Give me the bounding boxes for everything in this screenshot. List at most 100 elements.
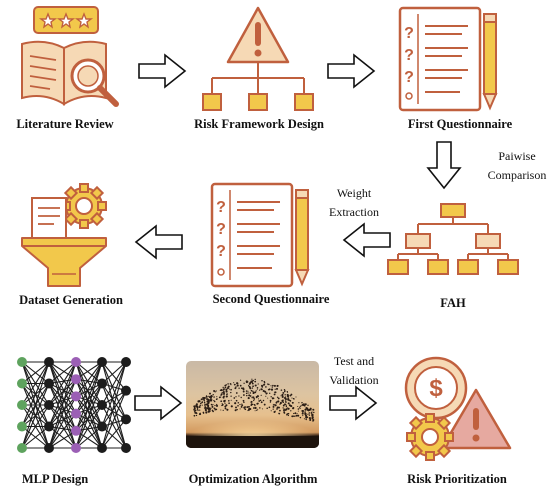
bird-dot <box>234 387 237 390</box>
bird-dot <box>270 388 274 391</box>
bird-dot <box>222 392 226 395</box>
bird-dot <box>294 412 297 415</box>
bird-dot <box>248 385 250 387</box>
bird-dot <box>238 387 240 389</box>
bird-dot <box>288 404 291 407</box>
nn-connection <box>101 390 127 427</box>
bird-dot <box>224 405 227 408</box>
bird-dot <box>214 409 216 411</box>
bird-dot <box>216 396 218 398</box>
bird-dot <box>249 383 251 385</box>
svg-text:?: ? <box>216 221 226 238</box>
nn-node <box>71 374 81 385</box>
bird-dot <box>301 412 304 415</box>
bird-dot <box>200 398 203 401</box>
fah-label: FAH <box>440 296 466 310</box>
bird-dot <box>204 409 207 412</box>
bird-dot <box>289 395 292 397</box>
bird-dot <box>215 404 219 407</box>
nn-connection <box>101 361 127 449</box>
bird-dot <box>235 396 237 398</box>
svg-text:?: ? <box>404 47 414 64</box>
nn-connection <box>75 383 103 414</box>
bird-dot <box>303 418 305 420</box>
bird-dot <box>207 408 210 411</box>
weight-extraction-note: Weight Extraction <box>329 184 379 222</box>
bird-dot <box>266 407 268 409</box>
bird-dot <box>240 387 243 390</box>
bird-dot <box>284 394 286 396</box>
svg-text:?: ? <box>404 69 414 86</box>
bird-dot <box>293 398 295 400</box>
bird-dot <box>206 400 209 403</box>
nn-connection <box>75 404 103 449</box>
bird-dot <box>287 407 290 410</box>
nn-node <box>71 357 81 367</box>
bird-dot <box>261 408 263 410</box>
bird-dot <box>225 390 228 393</box>
bird-dot <box>214 404 216 407</box>
bird-dot <box>200 402 202 405</box>
nn-node <box>97 443 107 453</box>
bird-dot <box>234 402 237 405</box>
bird-dot <box>280 395 282 397</box>
bird-dot <box>215 408 218 411</box>
nn-connection <box>21 361 50 384</box>
nn-connection <box>75 361 103 414</box>
nn-connection <box>48 361 77 406</box>
bird-dot <box>287 402 290 405</box>
bird-dot <box>301 401 303 404</box>
bird-dot <box>273 384 276 387</box>
bird-dot <box>290 410 292 412</box>
bird-dot <box>223 387 226 389</box>
bird-dot <box>227 385 230 388</box>
bird-dot <box>237 405 239 407</box>
bird-dot <box>268 388 271 391</box>
bird-dot <box>281 393 284 397</box>
bird-dot <box>233 397 236 399</box>
bird-dot <box>274 410 276 412</box>
bird-dot <box>252 387 254 389</box>
nn-connection <box>75 361 103 449</box>
bird-dot <box>220 396 222 398</box>
nn-node <box>71 391 81 402</box>
bird-dot <box>235 386 237 388</box>
bird-dot <box>230 388 232 391</box>
bird-dot <box>225 404 228 407</box>
nn-connection <box>21 426 50 449</box>
nn-connection <box>101 426 127 449</box>
bird-dot <box>193 405 196 408</box>
nn-connection <box>75 378 103 427</box>
bird-dot <box>247 409 249 412</box>
bird-dot <box>297 408 300 410</box>
bird-dot <box>215 390 217 392</box>
bird-dot <box>199 412 201 414</box>
arrow-left <box>135 225 183 259</box>
open-book-magnifier-stars-icon <box>21 6 119 107</box>
bird-dot <box>251 378 253 380</box>
nn-connection <box>101 361 127 406</box>
bird-dot <box>224 407 227 410</box>
arrow-right <box>327 54 375 88</box>
bird-dot <box>257 383 259 385</box>
nn-node <box>71 443 81 453</box>
dataset-generation-label: Dataset Generation <box>19 293 123 307</box>
bird-dot <box>199 409 201 411</box>
bird-dot <box>252 392 255 395</box>
bird-dot <box>233 383 236 386</box>
bird-dot <box>229 388 230 390</box>
test-line1: Test and <box>333 354 375 368</box>
bird-dot <box>262 399 265 402</box>
bird-dot <box>216 403 218 406</box>
svg-text:?: ? <box>216 199 226 216</box>
nn-node <box>44 357 54 367</box>
bird-dot <box>213 399 215 402</box>
bird-dot <box>226 393 228 396</box>
bird-dot <box>220 409 222 411</box>
nn-node <box>44 378 54 389</box>
bird-dot <box>251 403 254 406</box>
first-questionnaire-label: First Questionnaire <box>407 117 513 131</box>
bird-dot <box>209 408 211 411</box>
nn-connection <box>75 396 103 427</box>
bird-dot <box>196 409 198 411</box>
